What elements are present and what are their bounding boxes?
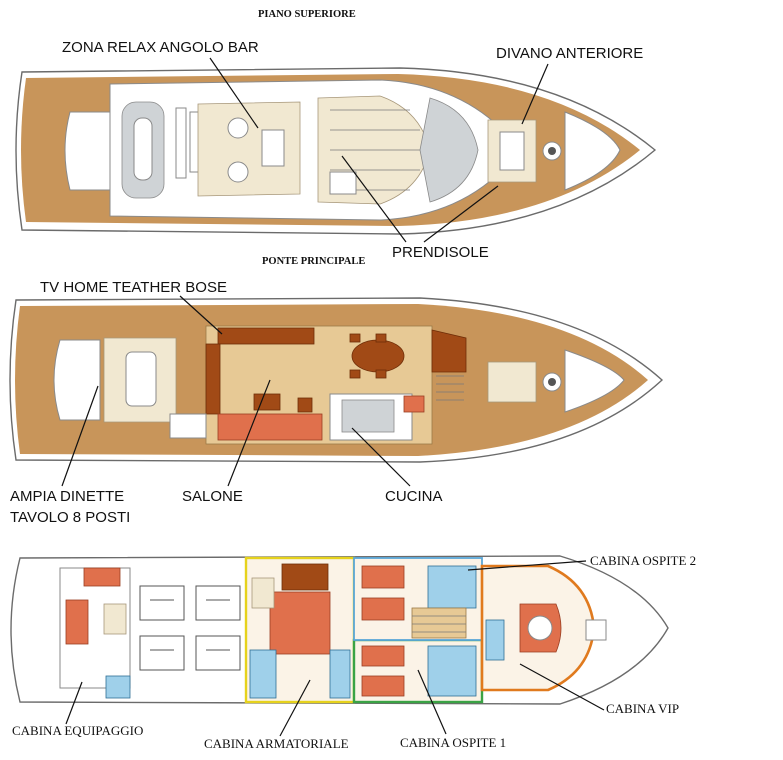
leader-crew-cabin [65,681,83,725]
leader-sunbed-2 [423,185,499,243]
leader-front-sofa [521,63,549,125]
label-sunbed: PRENDISOLE [392,244,489,261]
leader-owner-cabin [279,679,311,737]
label-front-sofa: DIVANO ANTERIORE [496,45,643,62]
leader-dinette [61,385,99,487]
leader-kitchen [351,427,411,487]
label-dinette-line2: TAVOLO 8 POSTI [10,509,130,526]
label-guest-cabin-2: CABINA OSPITE 2 [590,553,696,568]
leader-relax-bar [209,57,259,129]
label-dinette-line1: AMPIA DINETTE [10,488,124,505]
header-upper-deck: PIANO SUPERIORE [258,9,356,20]
leader-tv [179,295,223,335]
label-crew-cabin: CABINA EQUIPAGGIO [12,723,143,738]
diagram-labels: PIANO SUPERIORE ZONA RELAX ANGOLO BAR DI… [10,9,696,751]
leader-guest-cabin-2 [467,560,587,571]
leader-vip-cabin [519,663,605,711]
upper-deck-plan [15,67,657,235]
leader-lines [61,57,605,737]
label-guest-cabin-1: CABINA OSPITE 1 [400,735,506,750]
leader-guest-cabin-1 [417,669,447,735]
label-saloon: SALONE [182,488,243,505]
leader-saloon [227,379,271,487]
header-main-deck: PONTE PRINCIPALE [262,256,365,267]
label-vip-cabin: CABINA VIP [606,701,679,716]
lower-deck-plan [10,555,669,705]
leader-sunbed-1 [341,155,407,243]
label-relax-bar: ZONA RELAX ANGOLO BAR [62,39,259,56]
label-owner-cabin: CABINA ARMATORIALE [204,736,349,751]
label-kitchen: CUCINA [385,488,443,505]
label-tv: TV HOME TEATHER BOSE [40,279,227,296]
main-deck-plan [9,297,664,463]
